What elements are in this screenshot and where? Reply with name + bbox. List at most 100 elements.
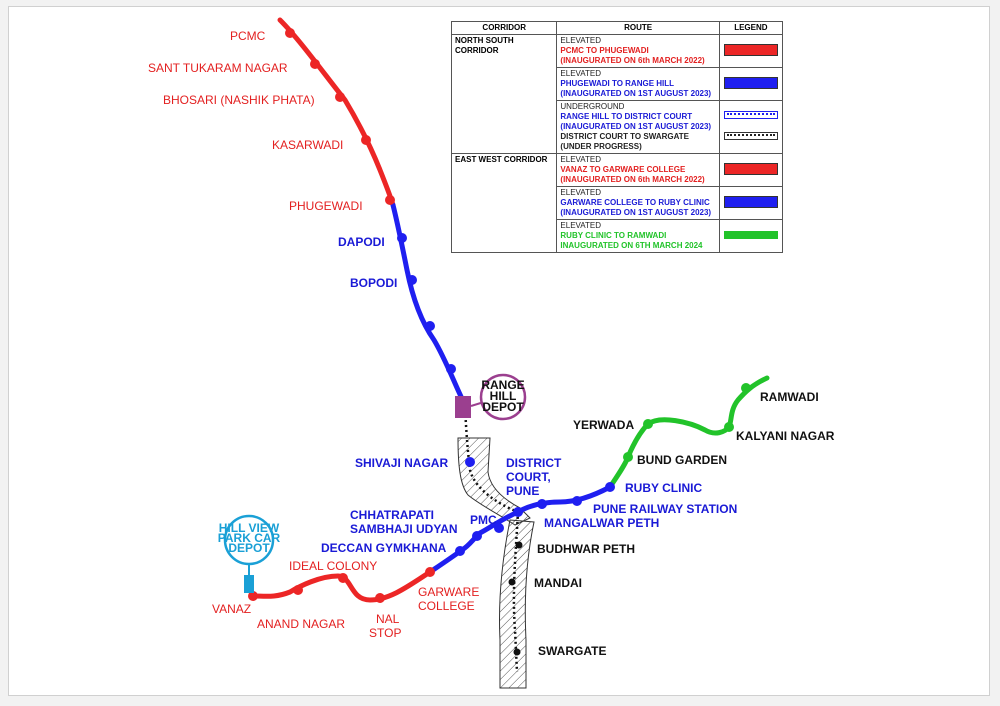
station-dot-phugewadi[interactable] — [385, 195, 395, 205]
route-note: (INAUGURATED ON 6th MARCH 2022) — [560, 56, 705, 65]
legend-underground-black-swatch — [723, 132, 778, 140]
legend-red-swatch — [723, 162, 778, 175]
range-hill-depot[interactable]: RANGE HILL DEPOT — [455, 373, 527, 421]
legend-corridor-north-south: NORTH SOUTH CORRIDOR — [450, 34, 558, 154]
legend-swatch-cell — [718, 219, 784, 253]
station-dot-range-hill[interactable] — [446, 364, 456, 374]
legend-route-cell: UNDERGROUND RANGE HILL TO DISTRICT COURT… — [556, 100, 720, 154]
label-shivaji-nagar: SHIVAJI NAGAR — [355, 456, 448, 470]
station-dot-mangalwar-peth[interactable] — [537, 499, 547, 509]
label-pcmc: PCMC — [230, 29, 266, 43]
station-dot-kalyani-nagar[interactable] — [724, 422, 734, 432]
legend-header-legend: LEGEND — [718, 21, 784, 35]
station-dot-yerwada[interactable] — [643, 419, 653, 429]
label-bhosari: BHOSARI (NASHIK PHATA) — [163, 93, 315, 107]
label-sant-tukaram-nagar: SANT TUKARAM NAGAR — [148, 61, 288, 75]
station-dot-khadki[interactable] — [425, 321, 435, 331]
station-dot-nal-stop[interactable] — [375, 593, 385, 603]
label-nal-stop-1: NAL — [376, 612, 400, 626]
route-type: ELEVATED — [560, 36, 602, 45]
label-pmc: PMC — [470, 513, 497, 527]
line-vanaz-garware — [250, 569, 433, 603]
underground-tunnel-south — [498, 519, 535, 689]
station-dots — [248, 28, 751, 656]
hill-view-depot-label-1: HILL VIEW — [219, 521, 280, 535]
label-garware-2: COLLEGE — [418, 599, 475, 613]
label-garware-1: GARWARE — [418, 585, 479, 599]
legend-row: ELEVATED GARWARE COLLEGE TO RUBY CLINIC … — [452, 186, 784, 220]
station-dot-chhatrapati-sambhaji-udyan[interactable] — [472, 531, 482, 541]
legend-row: ELEVATED RUBY CLINIC TO RAMWADI INAUGURA… — [452, 219, 784, 253]
station-dot-bund-garden[interactable] — [623, 452, 633, 462]
station-dot-shivaji-nagar[interactable] — [465, 457, 475, 467]
legend-swatch-cell — [718, 100, 784, 154]
legend-blue-swatch — [723, 76, 778, 89]
station-dot-garware-college[interactable] — [425, 567, 435, 577]
legend-route-cell: ELEVATED PHUGEWADI TO RANGE HILL (INAUGU… — [556, 67, 720, 101]
underground-line-district-court — [463, 404, 519, 514]
legend-corridor-east-west: EAST WEST CORRIDOR — [450, 153, 558, 253]
station-dot-ramwadi[interactable] — [741, 383, 751, 393]
label-phugewadi: PHUGEWADI — [289, 199, 363, 213]
label-budhwar: BUDHWAR PETH — [537, 542, 635, 556]
station-dot-pmc[interactable] — [494, 523, 504, 533]
label-yerwada: YERWADA — [573, 418, 634, 432]
range-hill-depot-marker — [455, 396, 471, 418]
station-dot-budhwar-peth[interactable] — [515, 541, 523, 549]
range-hill-depot-label-1: RANGE — [481, 378, 524, 392]
route-note: (INAUGURATED ON 1ST AUGUST 2023) — [560, 208, 712, 217]
legend-row: NORTH SOUTH CORRIDOR ELEVATED PCMC TO PH… — [450, 34, 784, 154]
station-dot-dapodi[interactable] — [397, 233, 407, 243]
route-note: INAUGURATED ON 6TH MARCH 2024 — [560, 241, 703, 250]
route-extra-note: (UNDER PROGRESS) — [560, 142, 642, 151]
range-hill-depot-label-2: HILL — [490, 389, 517, 403]
route-type: ELEVATED — [560, 188, 602, 197]
station-dot-pcmc[interactable] — [285, 28, 295, 38]
hill-view-depot[interactable]: HILL VIEW PARK CAR DEPOT — [218, 514, 281, 593]
legend-route-cell: ELEVATED GARWARE COLLEGE TO RUBY CLINIC … — [556, 186, 720, 220]
station-dot-kasarwadi[interactable] — [361, 135, 371, 145]
station-dot-district-court[interactable] — [513, 507, 523, 517]
label-mandai: MANDAI — [534, 576, 582, 590]
range-hill-depot-label-3: DEPOT — [482, 400, 524, 414]
legend-underground-blue-swatch — [723, 111, 778, 119]
station-dot-mandai[interactable] — [508, 578, 516, 586]
station-dot-bhosari[interactable] — [335, 92, 345, 102]
label-kalyani-nagar: KALYANI NAGAR — [736, 429, 835, 443]
legend-table: CORRIDOR ROUTE LEGEND NORTH SOUTH CORRID… — [450, 21, 784, 253]
label-anand-nagar: ANAND NAGAR — [257, 617, 345, 631]
route-note: (INAUGURATED ON 1ST AUGUST 2023) — [560, 122, 712, 131]
station-dot-swargate[interactable] — [513, 648, 521, 656]
hill-view-depot-label-3: DEPOT — [228, 541, 270, 555]
legend-swatch-cell — [718, 186, 784, 220]
legend-route-cell: ELEVATED PCMC TO PHUGEWADI (INAUGURATED … — [556, 34, 720, 68]
route-text: RUBY CLINIC TO RAMWADI — [560, 231, 667, 240]
label-bopodi: BOPODI — [350, 276, 397, 290]
station-dot-deccan-gymkhana[interactable] — [455, 546, 465, 556]
station-dot-ruby-clinic[interactable] — [605, 482, 615, 492]
label-nal-stop-2: STOP — [369, 626, 401, 640]
station-dot-bopodi[interactable] — [407, 275, 417, 285]
label-vanaz: VANAZ — [212, 602, 251, 616]
route-note: (INAUGURATED ON 6th MARCH 2022) — [560, 175, 705, 184]
legend-header-corridor: CORRIDOR — [450, 21, 558, 35]
label-bund-garden: BUND GARDEN — [637, 453, 727, 467]
label-ideal-colony: IDEAL COLONY — [289, 559, 377, 573]
station-dot-pune-railway-station[interactable] — [572, 496, 582, 506]
station-labels: PCMC SANT TUKARAM NAGAR BHOSARI (NASHIK … — [148, 29, 835, 658]
legend-route-cell: ELEVATED VANAZ TO GARWARE COLLEGE (INAUG… — [556, 153, 720, 187]
legend-row: UNDERGROUND RANGE HILL TO DISTRICT COURT… — [452, 100, 784, 154]
range-hill-depot-bubble — [479, 373, 527, 421]
label-kasarwadi: KASARWADI — [272, 138, 343, 152]
legend-swatch-cell — [718, 153, 784, 187]
label-deccan: DECCAN GYMKHANA — [321, 541, 447, 555]
station-dot-vanaz[interactable] — [248, 591, 258, 601]
station-dot-ideal-colony[interactable] — [338, 573, 348, 583]
station-dot-sant-tukaram-nagar[interactable] — [310, 59, 320, 69]
label-district-court-3: PUNE — [506, 484, 539, 498]
label-mangalwar: MANGALWAR PETH — [544, 516, 659, 530]
legend-header-route: ROUTE — [556, 21, 720, 35]
station-dot-anand-nagar[interactable] — [293, 585, 303, 595]
